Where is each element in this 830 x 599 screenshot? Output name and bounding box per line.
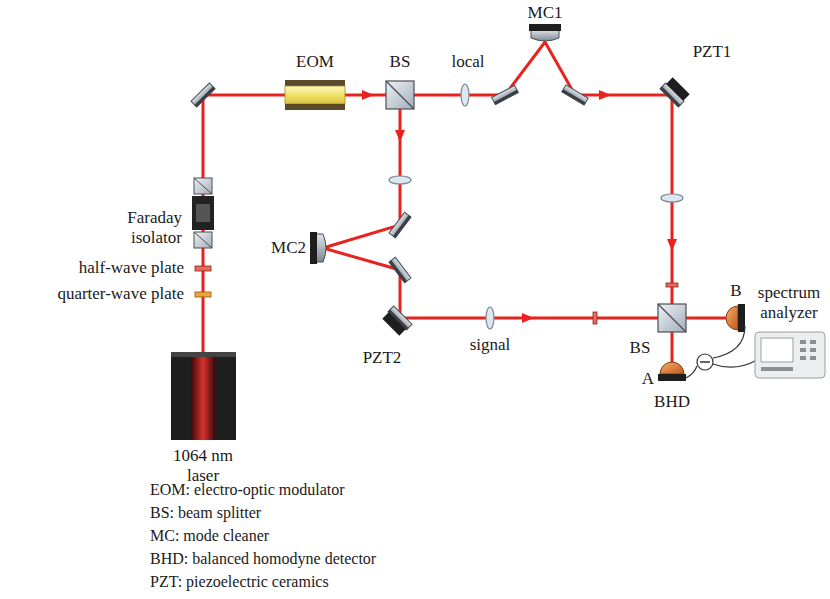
component-label: spectrum analyzer (751, 283, 827, 322)
component-label: MC2 (271, 238, 306, 258)
component-label: BS (390, 52, 411, 72)
abbreviation-note: EOM: electro-optic modulator (150, 481, 345, 499)
eom (285, 80, 345, 110)
abbreviation-note: BS: beam splitter (150, 504, 261, 522)
piezo (666, 77, 689, 100)
wire (686, 326, 757, 378)
component-label: BHD (654, 392, 690, 412)
detector-label: A (642, 369, 654, 389)
component-label: half-wave plate (79, 258, 184, 278)
abbreviation-note: PZT: piezoelectric ceramics (150, 573, 329, 591)
curved-mirror (529, 24, 561, 41)
subtractor (697, 354, 713, 370)
half-wave-plate (666, 283, 678, 287)
spectrum-analyzer (755, 332, 825, 378)
component-label: 1064 nm laser (168, 446, 238, 485)
laser (171, 352, 236, 440)
abbreviation-note: MC: mode cleaner (150, 527, 269, 545)
component-label: Faraday isolator (112, 208, 182, 247)
component-label: BS (630, 338, 651, 358)
abbreviation-note: BHD: balanced homodyne detector (150, 550, 376, 568)
detector-label: B (730, 281, 741, 301)
photodetector (726, 304, 745, 332)
laser-beam (203, 42, 728, 366)
component-label: MC1 (528, 3, 563, 23)
faraday-isolator (192, 178, 214, 248)
half-wave-plate (195, 266, 211, 271)
piezo (382, 312, 405, 335)
component-label: PZT1 (693, 42, 732, 62)
component-label: quarter-wave plate (57, 284, 184, 304)
photodetector (658, 362, 686, 381)
lens (389, 84, 683, 329)
quarter-wave-plate (195, 292, 211, 297)
half-wave-plate (593, 312, 597, 324)
curved-mirror (310, 232, 326, 264)
component-label: EOM (296, 52, 334, 72)
component-label: PZT2 (363, 348, 402, 368)
beam-label: signal (470, 335, 511, 355)
beam-label: local (451, 52, 484, 72)
